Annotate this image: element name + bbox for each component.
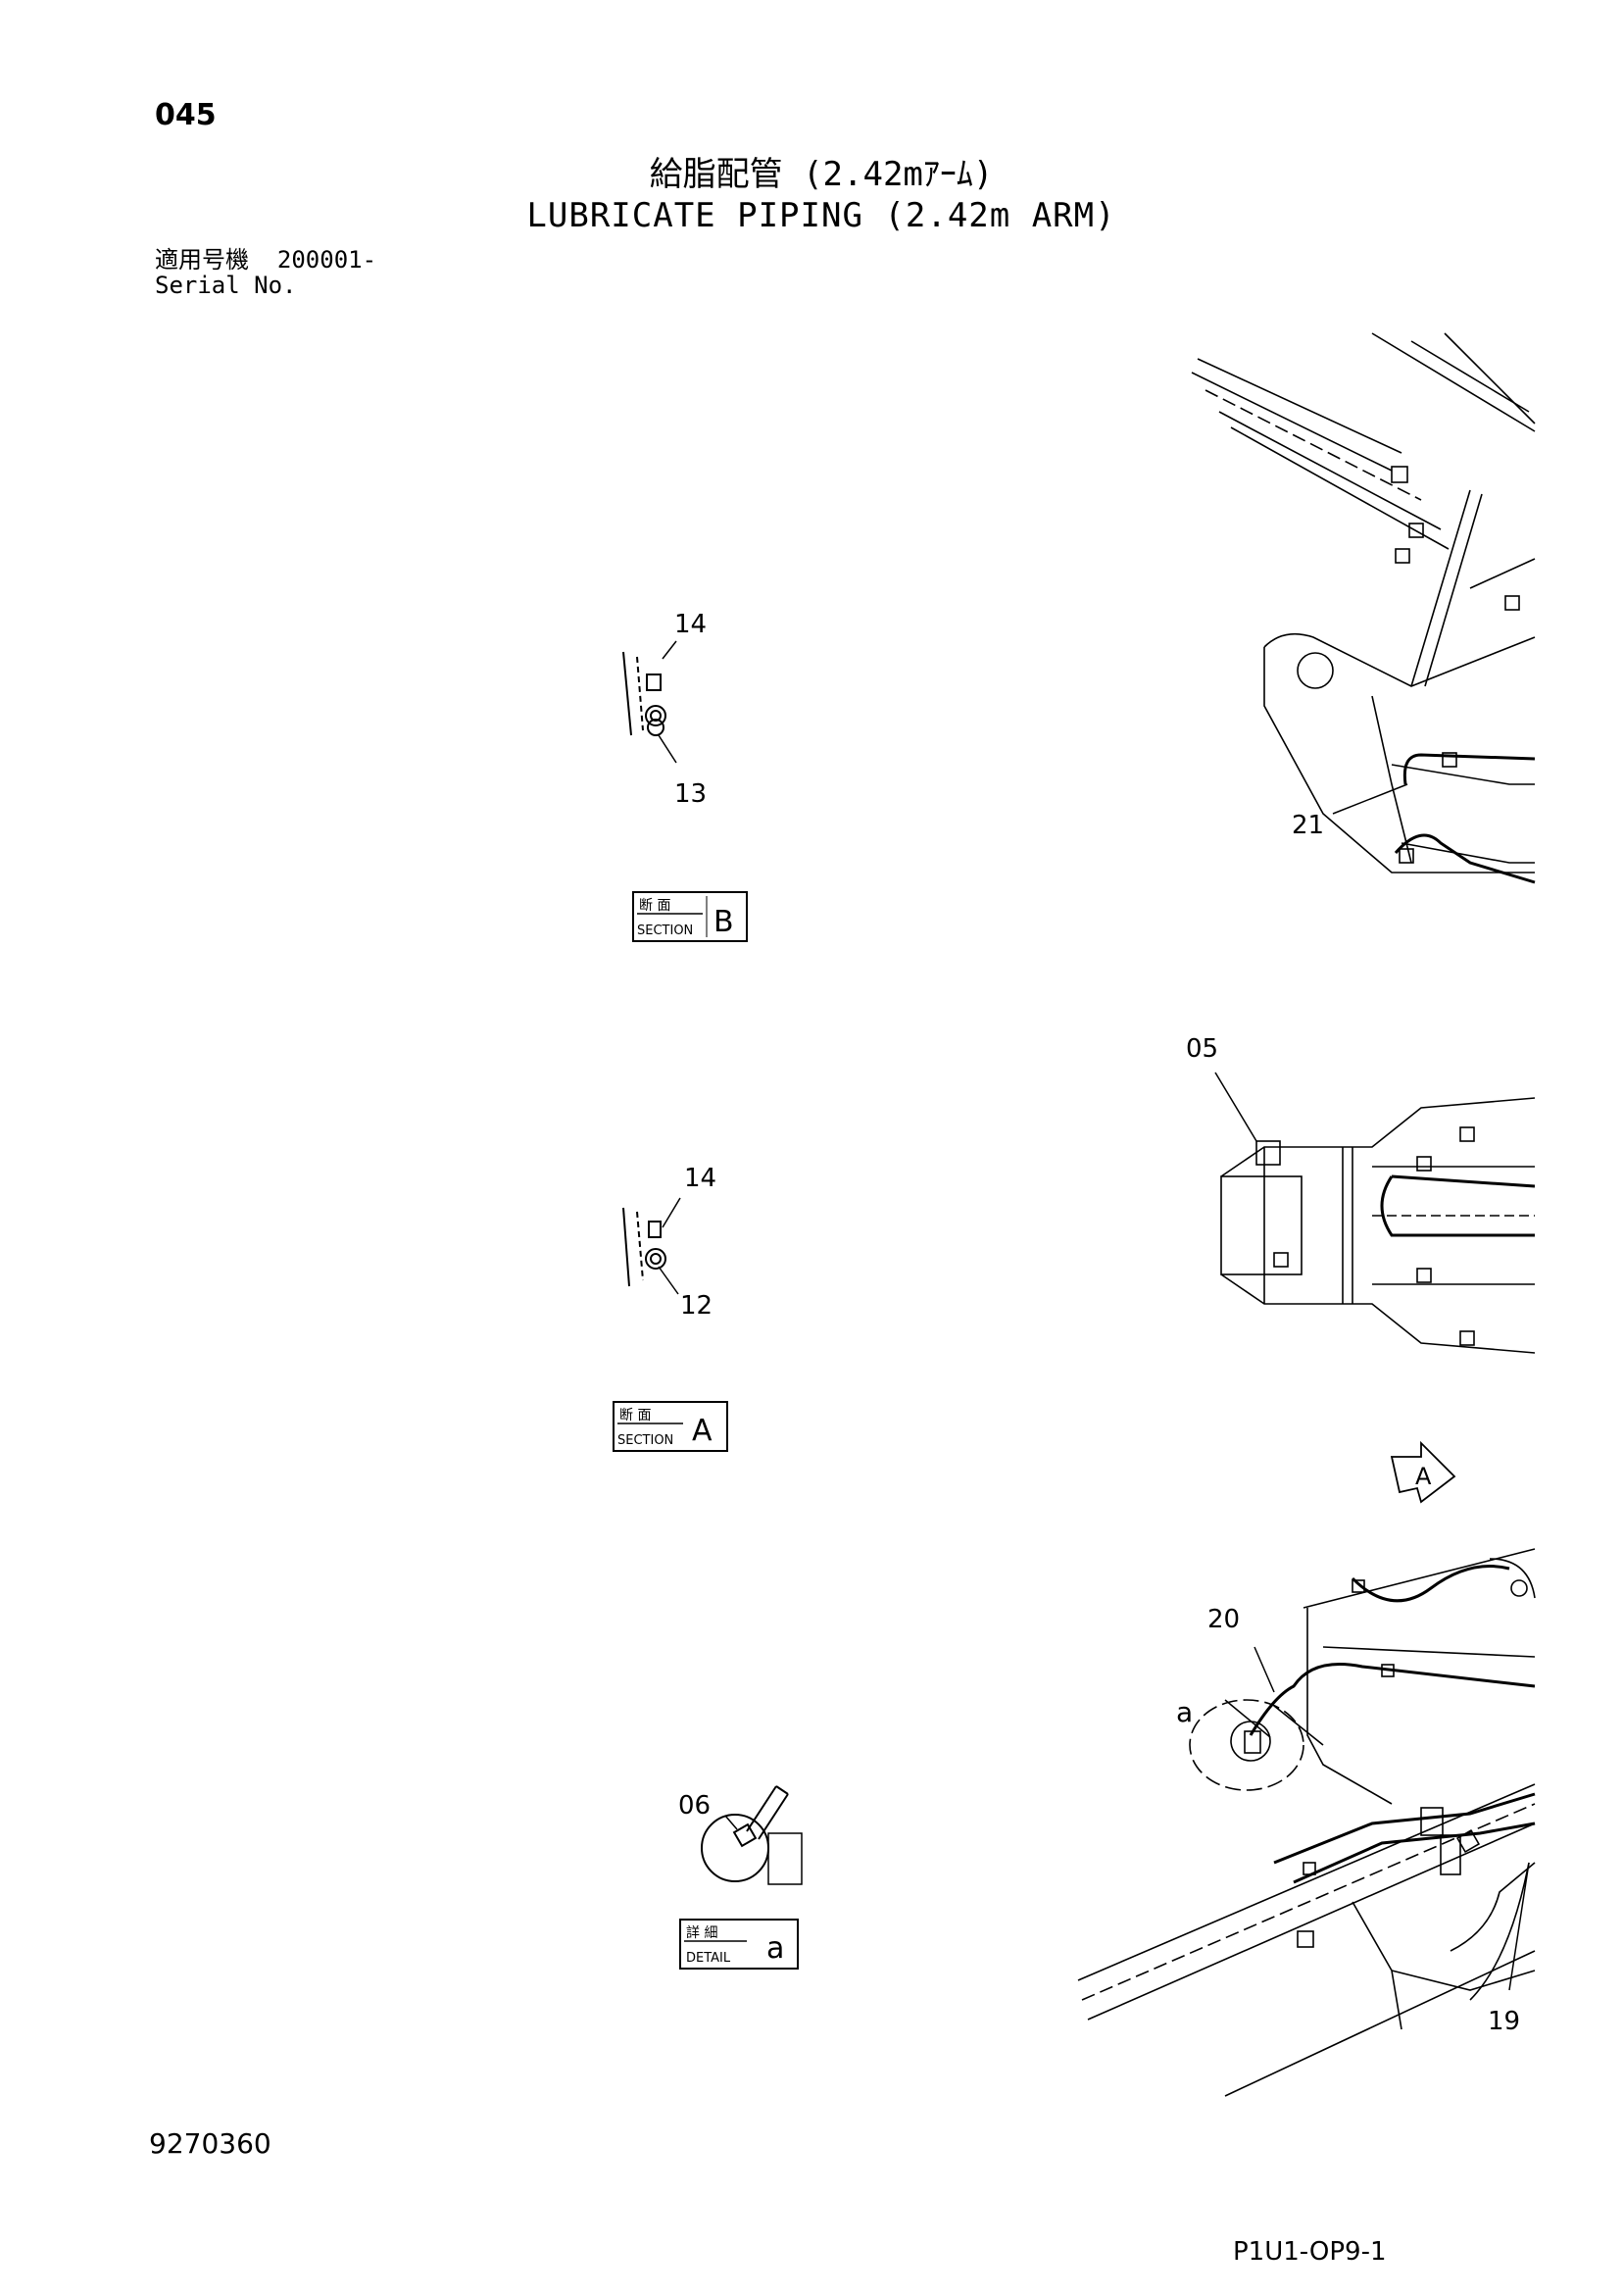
section-b-letter: B [713,905,734,939]
detail-a-jp: 詳 細 [686,1925,717,1941]
section-b-en: SECTION [637,923,693,938]
callout-12: 12 [680,1291,713,1321]
callout-21: 21 [1292,811,1324,840]
section-b-jp: 断 面 [639,898,670,914]
detail-a-sketch [701,1785,803,1885]
figure-code: P1U1-OP9-1 [1233,2237,1387,2267]
serial-block: 適用号機 200001- Serial No. [155,247,376,298]
section-a-en: SECTION [617,1433,673,1448]
callout-13: 13 [674,779,707,809]
title-japanese: 給脂配管 (2.42mｱｰﾑ) [649,155,994,194]
title-english: LUBRICATE PIPING (2.42m ARM) [526,196,1116,235]
callout-20: 20 [1207,1605,1240,1634]
section-b-sketch [622,640,677,764]
serial-value: 200001- [276,246,377,274]
arm-lower-view [1077,1548,1536,2097]
section-a-letter: A [692,1414,713,1448]
arm-middle-view [1214,1072,1536,1354]
page-code: 045 [155,98,217,132]
callout-14-a: 14 [684,1164,716,1193]
section-a-jp: 断 面 [619,1408,651,1423]
detail-a-en: DETAIL [686,1951,731,1966]
section-a-sketch [622,1197,681,1295]
detail-a-label [679,1919,799,1970]
document-number: 9270360 [149,2127,271,2160]
arm-upper-view [1191,332,1536,884]
callout-05: 05 [1186,1034,1218,1064]
callout-06: 06 [678,1791,711,1821]
callout-14-b: 14 [674,610,707,639]
view-arrow-letter: A [1415,1463,1432,1490]
detail-a-letter: a [766,1931,784,1966]
section-a-label [613,1401,728,1452]
callout-19: 19 [1488,2007,1520,2036]
section-b-label [632,891,748,942]
serial-label-en: Serial No. [155,272,297,299]
callout-a: a [1176,1696,1193,1728]
serial-label-jp: 適用号機 [155,246,249,274]
view-arrow-a [1390,1440,1456,1504]
